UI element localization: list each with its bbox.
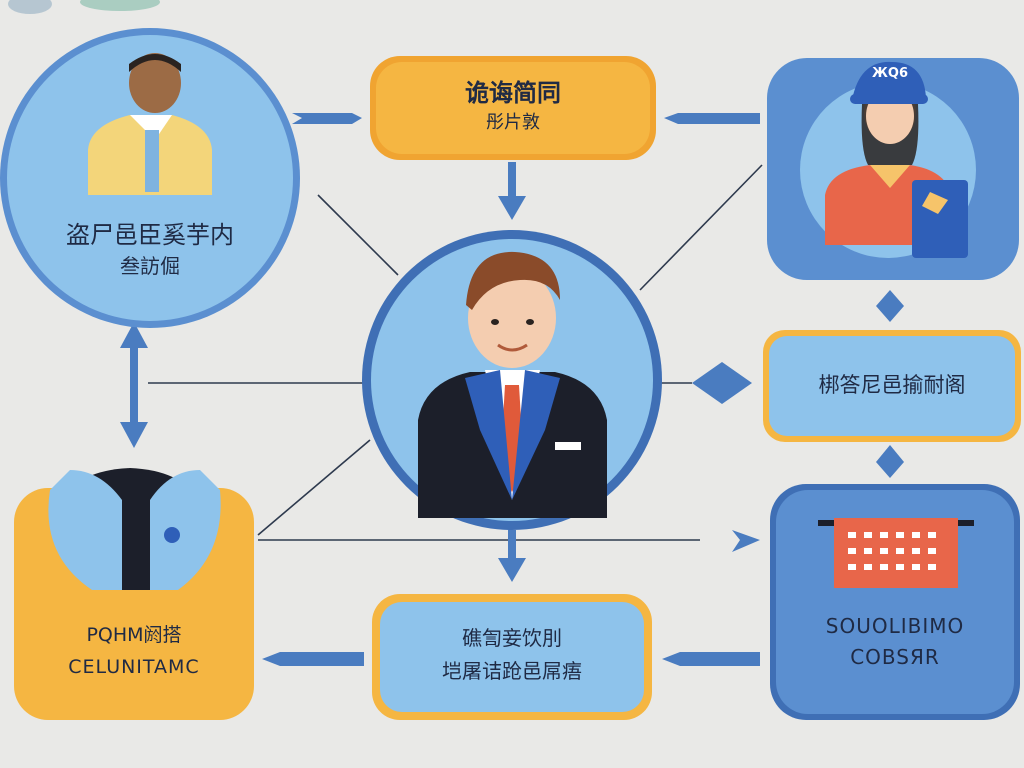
keyboard-icon	[818, 518, 974, 588]
top-process-box	[370, 56, 656, 160]
worker-cap-text: ЖQ6	[871, 66, 908, 81]
worker-cap-icon	[825, 61, 968, 258]
arrow-left-icon	[662, 652, 760, 666]
person-yellow-shirt-icon	[88, 53, 212, 195]
bottom-box-label: 礁訇妾饮刖 垲屠诘跄邑屌痦	[380, 626, 644, 684]
bottom-process-box	[372, 594, 652, 720]
top-left-line1: 盗尸邑臣奚芋内	[66, 221, 234, 249]
arrow-icon	[292, 113, 362, 124]
connector-lines	[148, 164, 763, 541]
arrow-up-icon	[120, 322, 148, 348]
leaf-decoration-icon	[8, 0, 160, 14]
top-box-line1: 诡诲简同	[465, 79, 561, 107]
top-box-line2: 彤片敦	[486, 112, 540, 133]
diamond-arrow-icon	[692, 362, 752, 404]
top-left-circle-label: 盗尸邑臣奚芋内 叁訪倔	[20, 220, 280, 279]
diamond-icon	[876, 290, 904, 322]
top-left-circle-node	[0, 28, 300, 328]
top-left-line2: 叁訪倔	[120, 254, 180, 278]
right-middle-line1: 梆答尼邑揄耐阁	[818, 373, 966, 397]
bottom-right-line1: SOUOLIBIMO	[825, 614, 965, 638]
bottom-box-line1: 礁訇妾饮刖	[462, 626, 562, 650]
top-box-label: 诡诲简同 彤片敦	[376, 78, 650, 135]
arrow-icon	[664, 113, 760, 124]
center-circle-node	[362, 230, 662, 530]
bottom-right-box-label: SOUOLIBIMO COBSЯR	[776, 614, 1014, 670]
profile-head-icon	[48, 468, 221, 590]
bottom-left-line2: CELUNITAMC	[68, 655, 200, 678]
arrow-down-icon	[498, 558, 526, 582]
arrows	[120, 113, 904, 666]
right-middle-box-label: 梆答尼邑揄耐阁	[769, 372, 1015, 398]
bottom-left-box-label: PQHM阏搭 CELUNITAMC	[14, 624, 254, 680]
bottom-right-line2: COBSЯR	[850, 645, 940, 669]
bottom-right-node	[770, 484, 1020, 720]
right-middle-box	[763, 330, 1021, 442]
bottom-left-node	[14, 468, 254, 720]
arrow-left-icon	[262, 652, 364, 666]
top-right-node	[767, 58, 1019, 280]
arrow-down-icon	[498, 196, 526, 220]
diamond-icon	[876, 445, 904, 478]
arrow-right-icon	[732, 530, 760, 552]
arrow-down-icon	[120, 422, 148, 448]
bottom-left-line1: PQHM阏搭	[86, 624, 182, 646]
businessman-icon	[418, 251, 607, 518]
bottom-box-line2: 垲屠诘跄邑屌痦	[442, 659, 582, 683]
